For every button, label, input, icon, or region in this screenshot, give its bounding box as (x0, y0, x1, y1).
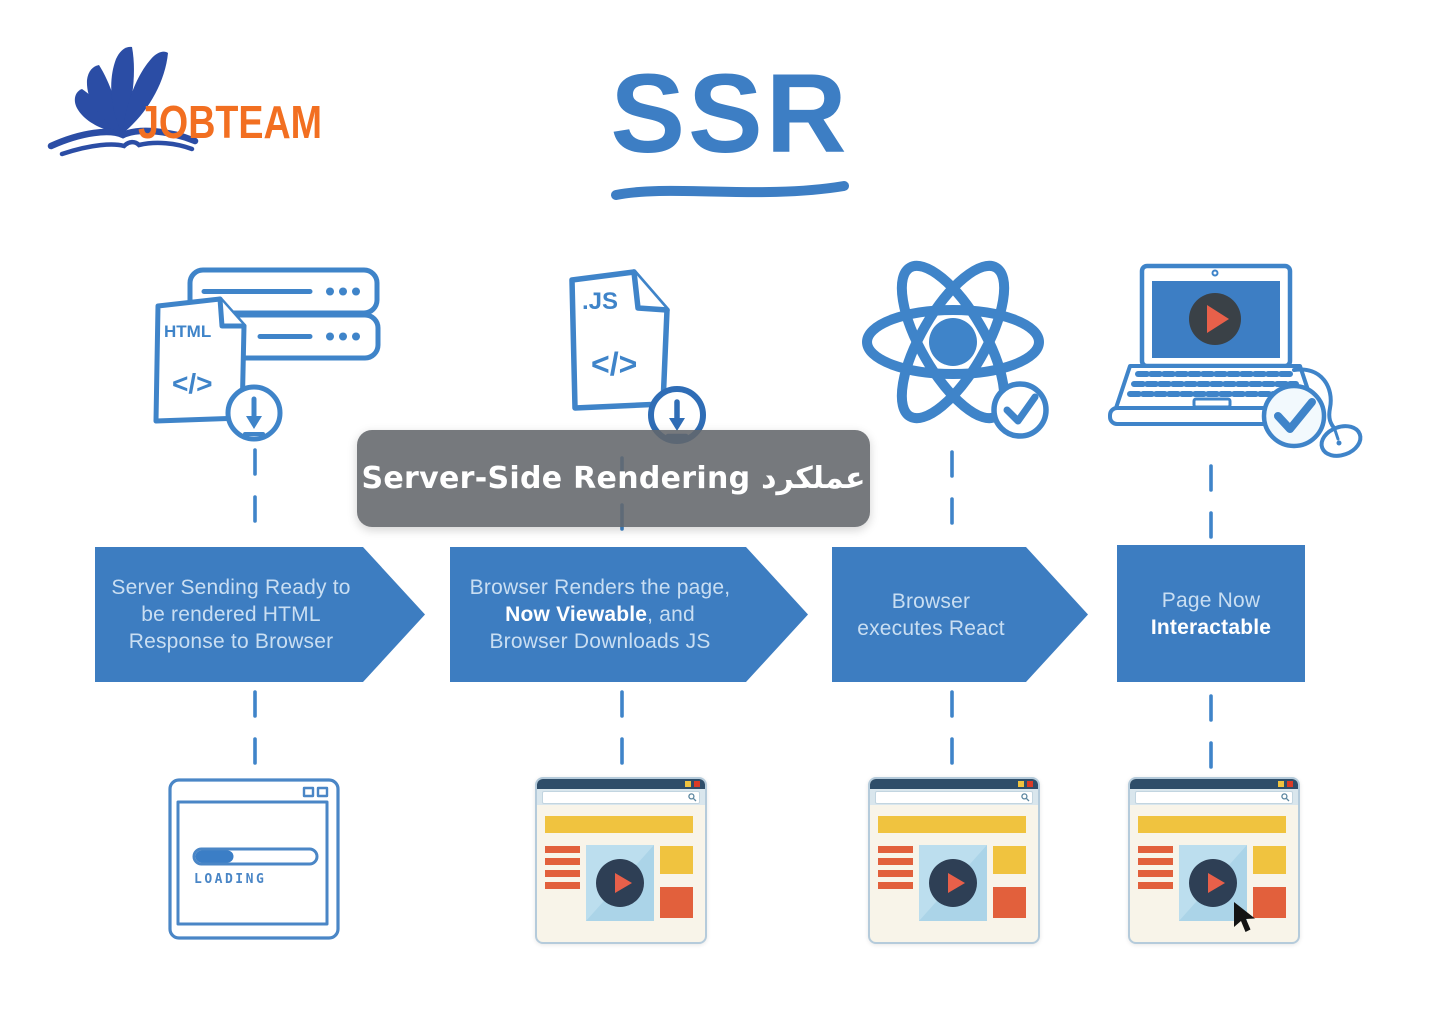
file-type-label: HTML (164, 322, 211, 341)
titlebar-square-yellow (685, 781, 691, 787)
js-file-download-icon: .JS </> (569, 269, 706, 444)
browser-content (870, 805, 1038, 921)
check-circle-icon (991, 381, 1049, 439)
page-title: SSR (610, 51, 850, 176)
search-icon (1281, 792, 1290, 801)
browser-content (537, 805, 705, 921)
html-file-icon (153, 296, 247, 424)
step-label: Server Sending Ready to be rendered HTML… (111, 576, 351, 653)
html-file-server-download-icon: HTML </> (153, 267, 381, 442)
play-triangle-icon (614, 873, 632, 893)
progress-bar-fill (195, 850, 234, 863)
address-input (1135, 790, 1293, 804)
file-type-label: .JS (582, 288, 618, 315)
text-lines-block (1138, 845, 1173, 921)
banner-block (545, 816, 693, 833)
logo-text: JOBTEAM (138, 96, 322, 148)
rendered-browser-window (535, 777, 707, 944)
step-label: Browser executes React (857, 589, 1005, 640)
browser-titlebar (1130, 779, 1298, 789)
tooltip-text: Server-Side Rendering عملکرد (361, 461, 866, 496)
text-lines-block (878, 845, 913, 921)
logo-book-icon (47, 127, 199, 157)
computer-mouse-icon (1319, 424, 1363, 458)
search-icon (688, 792, 697, 801)
react-logo-check-icon (862, 260, 1049, 439)
search-icon (1021, 792, 1030, 801)
address-input (542, 790, 700, 804)
titlebar-square-red (694, 781, 700, 787)
loading-browser-window: LOADING (168, 778, 340, 940)
text-lines-block (545, 845, 580, 921)
video-player-block (918, 845, 987, 921)
sidebar-blocks (1252, 845, 1286, 921)
video-player-block (585, 845, 654, 921)
browser-content (1130, 805, 1298, 921)
browser-addressbar (1130, 789, 1298, 805)
address-input (875, 790, 1033, 804)
mouse-cord (1292, 367, 1338, 432)
titlebar-square-red (1027, 781, 1033, 787)
sidebar-blocks (659, 845, 693, 921)
browser-addressbar (870, 789, 1038, 805)
code-tag-label: </> (172, 368, 212, 399)
titlebar-square-red (1287, 781, 1293, 787)
step-browser-executes-react: Browser executes React (832, 547, 1088, 682)
step-label: Browser Renders the page, Now Viewable, … (469, 576, 731, 653)
ssr-tooltip: Server-Side Rendering عملکرد (357, 430, 870, 527)
title-underline (611, 181, 849, 200)
rendered-browser-window (868, 777, 1040, 944)
banner-block (1138, 816, 1286, 833)
browser-addressbar (537, 789, 705, 805)
mouse-cursor-icon (1234, 902, 1255, 932)
interactable-browser-window (1128, 777, 1300, 944)
laptop-play-check-mouse-icon (1108, 263, 1363, 458)
step-label: Page Now Interactable (1150, 588, 1272, 639)
check-circle-icon (1261, 383, 1327, 449)
step-server-response: Server Sending Ready to be rendered HTML… (95, 547, 425, 682)
step-browser-renders: Browser Renders the page, Now Viewable, … (450, 547, 808, 682)
loading-label: LOADING (194, 872, 266, 887)
step-page-interactable: Page Now Interactable (1117, 545, 1305, 682)
titlebar-square-yellow (1278, 781, 1284, 787)
browser-titlebar (870, 779, 1038, 789)
logo-leaves-icon (74, 46, 168, 134)
titlebar-square-yellow (1018, 781, 1024, 787)
play-triangle-icon (947, 873, 965, 893)
play-triangle-icon (1207, 873, 1225, 893)
sidebar-blocks (992, 845, 1026, 921)
browser-titlebar (537, 779, 705, 789)
banner-block (878, 816, 1026, 833)
jobteam-logo: JOBTEAM (47, 46, 322, 157)
window-button-icon (316, 786, 329, 798)
code-tag-label: </> (591, 346, 637, 382)
window-button-icon (302, 786, 315, 798)
